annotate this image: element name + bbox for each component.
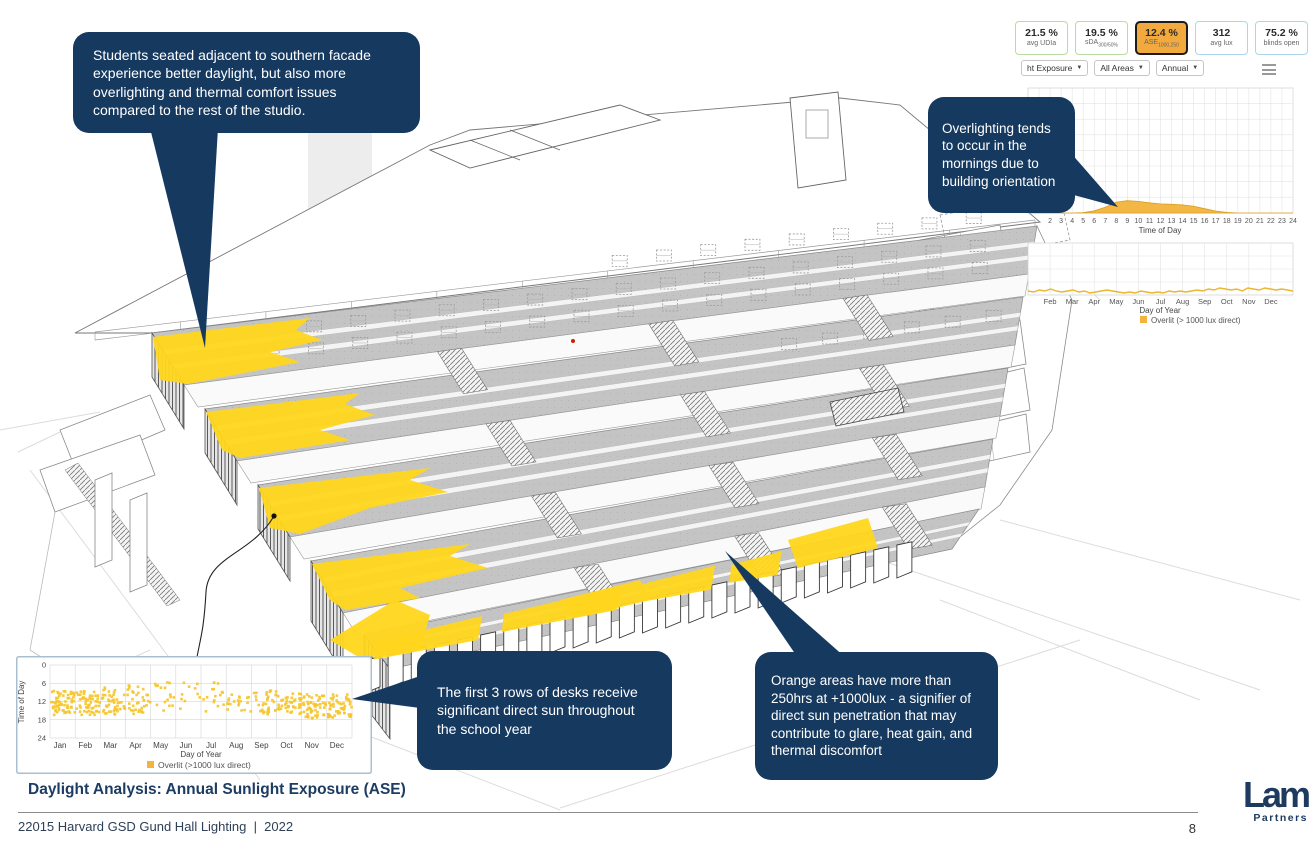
svg-text:19: 19 (1234, 218, 1242, 225)
svg-text:Feb: Feb (1044, 297, 1057, 306)
svg-text:0: 0 (42, 661, 46, 670)
svg-text:14: 14 (1179, 218, 1187, 225)
metric-tile-avg-udia[interactable]: 21.5 %avg UDIa (1015, 21, 1068, 55)
callout-first-rows-desks: The first 3 rows of desks receive signif… (417, 651, 672, 770)
metric-tile-sda[interactable]: 19.5 %sDA300/50% (1075, 21, 1128, 55)
logo-sub: Partners (1253, 812, 1308, 825)
svg-text:4: 4 (1070, 218, 1074, 225)
svg-text:Mar: Mar (1066, 297, 1079, 306)
svg-text:22: 22 (1267, 218, 1275, 225)
svg-text:Day of Year: Day of Year (1139, 306, 1181, 315)
svg-text:Oct: Oct (280, 741, 293, 750)
svg-text:15: 15 (1190, 218, 1198, 225)
svg-text:Nov: Nov (305, 741, 319, 750)
svg-text:21: 21 (1256, 218, 1264, 225)
svg-text:Feb: Feb (78, 741, 92, 750)
footer-rule (18, 812, 1198, 813)
svg-text:11: 11 (1146, 218, 1153, 225)
svg-text:18: 18 (38, 715, 46, 724)
svg-text:Day of Year: Day of Year (180, 750, 222, 759)
svg-text:Overlit (> 1000 lux direct): Overlit (> 1000 lux direct) (1151, 316, 1241, 325)
logo-main: Lam (1242, 774, 1311, 815)
svg-text:13: 13 (1168, 218, 1176, 225)
svg-text:17: 17 (1212, 218, 1220, 225)
callout-orange-areas-text: Orange areas have more than 250hrs at +1… (771, 673, 973, 759)
callout-southern-facade: Students seated adjacent to southern fac… (73, 32, 420, 133)
lam-partners-logo: Lam Partners (1204, 774, 1311, 825)
svg-text:Jul: Jul (1156, 297, 1166, 306)
callout-morning-overlighting-text: Overlighting tends to occur in the morni… (942, 120, 1056, 189)
filter-dropdown-2[interactable]: Annual▼ (1155, 60, 1205, 76)
svg-text:Nov: Nov (1242, 297, 1256, 306)
svg-text:2: 2 (1048, 218, 1052, 225)
svg-text:May: May (1109, 297, 1123, 306)
svg-text:Mar: Mar (104, 741, 118, 750)
svg-text:6: 6 (42, 679, 46, 688)
callout-first-rows-desks-text: The first 3 rows of desks receive signif… (437, 684, 638, 737)
svg-text:Apr: Apr (129, 741, 142, 750)
svg-text:3: 3 (1059, 218, 1063, 225)
svg-text:12: 12 (1157, 218, 1165, 225)
footer-project: 22015 Harvard GSD Gund Hall Lighting | 2… (18, 819, 294, 834)
svg-text:Sep: Sep (254, 741, 269, 750)
svg-text:Oct: Oct (1221, 297, 1234, 306)
svg-text:Dec: Dec (1264, 297, 1278, 306)
svg-text:Aug: Aug (1176, 297, 1189, 306)
svg-text:24: 24 (38, 734, 46, 743)
filter-dropdown-0[interactable]: ht Exposure▼ (1021, 60, 1089, 76)
svg-text:23: 23 (1278, 218, 1286, 225)
slide-title: Daylight Analysis: Annual Sunlight Expos… (28, 781, 406, 798)
svg-text:May: May (153, 741, 168, 750)
svg-text:9: 9 (1125, 218, 1129, 225)
svg-text:18: 18 (1223, 218, 1231, 225)
svg-text:7: 7 (1103, 218, 1107, 225)
svg-text:Apr: Apr (1088, 297, 1100, 306)
svg-text:16: 16 (1201, 218, 1209, 225)
svg-text:5: 5 (1081, 218, 1085, 225)
callout-morning-overlighting: Overlighting tends to occur in the morni… (928, 97, 1075, 213)
metric-tile-ase[interactable]: 12.4 %ASE1000,250 (1135, 21, 1188, 55)
svg-text:Dec: Dec (330, 741, 344, 750)
svg-text:Time of Day: Time of Day (17, 681, 26, 724)
menu-icon[interactable] (1262, 64, 1276, 78)
svg-text:24: 24 (1289, 218, 1297, 225)
svg-text:10: 10 (1135, 218, 1143, 225)
svg-text:6: 6 (1092, 218, 1096, 225)
filter-dropdown-1[interactable]: All Areas▼ (1094, 60, 1150, 76)
svg-text:Jun: Jun (1132, 297, 1144, 306)
callout-southern-facade-text: Students seated adjacent to southern fac… (93, 47, 371, 118)
filter-dropdown-row: ht Exposure▼ All Areas▼ Annual▼ (1021, 60, 1205, 76)
callout-orange-areas: Orange areas have more than 250hrs at +1… (755, 652, 998, 780)
svg-text:Sep: Sep (1198, 297, 1211, 306)
svg-text:8: 8 (1114, 218, 1118, 225)
svg-text:Jan: Jan (54, 741, 67, 750)
svg-text:Aug: Aug (229, 741, 243, 750)
svg-text:20: 20 (1245, 218, 1253, 225)
svg-text:Overlit (>1000 lux direct): Overlit (>1000 lux direct) (158, 760, 251, 770)
svg-text:Jun: Jun (179, 741, 192, 750)
page-number: 8 (1188, 821, 1196, 836)
svg-text:Time of Day: Time of Day (1139, 226, 1182, 235)
metric-tile-blinds-open[interactable]: 75.2 %blinds open (1255, 21, 1308, 55)
svg-text:12: 12 (38, 697, 46, 706)
svg-text:Jul: Jul (206, 741, 216, 750)
